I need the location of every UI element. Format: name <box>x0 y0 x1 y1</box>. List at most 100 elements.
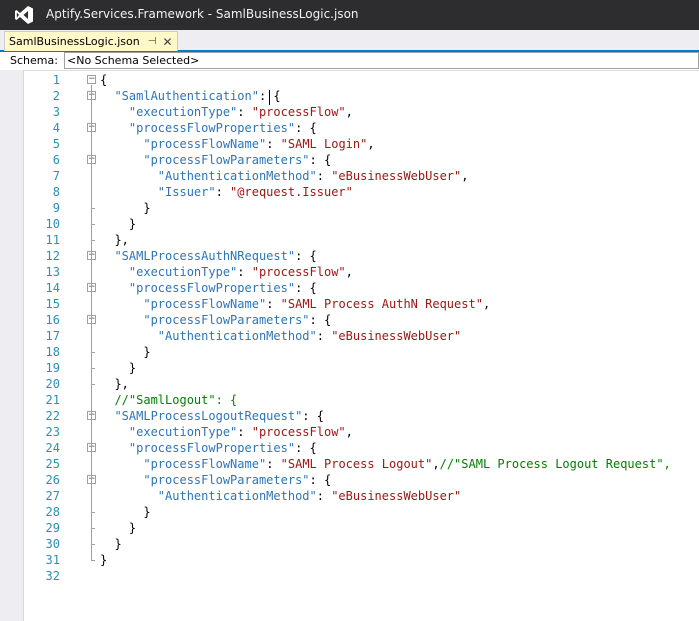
line-number: 29 <box>45 521 60 535</box>
line-number: 10 <box>45 217 60 231</box>
line-number: 1 <box>52 73 60 87</box>
code-token: , <box>345 105 353 119</box>
code-token: "processFlowName" <box>143 137 267 151</box>
code-token: , <box>345 265 353 279</box>
editor-margin <box>0 70 24 621</box>
code-token: : { <box>258 89 281 103</box>
code-token: //"SAML Process Logout Request", <box>439 457 671 471</box>
code-token: : { <box>295 441 317 455</box>
pin-icon[interactable]: ⊣ <box>147 36 157 47</box>
code-text: "SamlAuthentication": { <box>100 88 281 104</box>
code-line: 12− "SAMLProcessAuthNRequest": { <box>24 248 699 264</box>
code-token <box>100 105 129 119</box>
code-text: } <box>100 216 136 232</box>
code-token: , <box>461 169 469 183</box>
code-line: 22− "SAMLProcessLogoutRequest": { <box>24 408 699 424</box>
code-token <box>100 425 129 439</box>
outline-guide-end <box>91 352 95 353</box>
code-token: "processFlowParameters" <box>143 473 310 487</box>
code-token: "processFlow" <box>251 105 346 119</box>
code-line: 5 "processFlowName": "SAML Login", <box>24 136 699 152</box>
code-token <box>100 137 143 151</box>
code-line: 27 "AuthenticationMethod": "eBusinessWeb… <box>24 488 699 504</box>
outline-guide-end <box>91 240 95 241</box>
code-text: { <box>100 72 107 88</box>
code-token: "SAML Process Logout" <box>280 457 433 471</box>
line-number: 23 <box>45 425 60 439</box>
code-text: } <box>100 536 121 552</box>
code-token: , <box>482 297 491 311</box>
outline-guide <box>91 165 92 208</box>
line-number: 22 <box>45 409 60 423</box>
code-line: 3 "executionType": "processFlow", <box>24 104 699 120</box>
code-token: }, <box>100 233 129 247</box>
outline-guide-end <box>91 512 95 513</box>
outline-guide-end <box>91 528 95 529</box>
code-token: "SAML Process AuthN Request" <box>280 297 483 311</box>
code-line: 25 "processFlowName": "SAML Process Logo… <box>24 456 699 472</box>
code-token <box>100 409 114 423</box>
code-text: "processFlowParameters": { <box>100 152 331 168</box>
code-line: 9 } <box>24 200 699 216</box>
code-text: "SAMLProcessLogoutRequest": { <box>100 408 324 424</box>
code-token: "executionType" <box>128 265 238 279</box>
code-token: : { <box>309 473 332 487</box>
code-token: "SAMLProcessLogoutRequest" <box>114 409 303 423</box>
code-line: 19 } <box>24 360 699 376</box>
code-token <box>100 153 143 167</box>
code-token <box>100 473 143 487</box>
code-token: , <box>432 457 440 471</box>
code-token: : <box>316 489 332 503</box>
code-token: "processFlow" <box>251 425 346 439</box>
code-line: 21 //"SamlLogout": { <box>24 392 699 408</box>
code-text: "Issuer": "@request.Issuer" <box>100 184 353 200</box>
code-text: "executionType": "processFlow", <box>100 264 353 280</box>
code-token: : { <box>295 281 317 295</box>
code-text: "processFlowParameters": { <box>100 472 331 488</box>
close-icon[interactable]: ✕ <box>162 34 173 49</box>
code-token: }, <box>100 377 129 391</box>
code-line: 1 −{ <box>24 72 699 88</box>
tab-label: SamlBusinessLogic.json <box>9 35 140 48</box>
code-token: : <box>266 137 281 151</box>
line-number: 3 <box>52 105 60 119</box>
code-token: , <box>345 425 353 439</box>
line-number: 30 <box>45 537 60 551</box>
line-number: 11 <box>45 233 60 247</box>
code-line: 2− "SamlAuthentication": { <box>24 88 699 104</box>
code-line: 30 } <box>24 536 699 552</box>
code-text: //"SamlLogout": { <box>100 392 237 408</box>
schema-select[interactable]: <No Schema Selected> <box>64 52 699 69</box>
code-token <box>100 281 129 295</box>
code-token: "processFlowProperties" <box>128 121 296 135</box>
code-token <box>100 441 129 455</box>
code-line: 6− "processFlowParameters": { <box>24 152 699 168</box>
code-text: "AuthenticationMethod": "eBusinessWebUse… <box>100 328 461 344</box>
tab-samlbusinesslogic-json[interactable]: SamlBusinessLogic.json ⊣ ✕ <box>4 31 178 51</box>
line-number: 24 <box>45 441 60 455</box>
code-token <box>100 489 158 503</box>
code-token: { <box>100 73 108 87</box>
code-text: "executionType": "processFlow", <box>100 424 353 440</box>
code-text: } <box>100 504 150 520</box>
code-token: "AuthenticationMethod" <box>157 169 317 183</box>
code-line: 18 } <box>24 344 699 360</box>
code-token: "executionType" <box>128 105 238 119</box>
code-token: "AuthenticationMethod" <box>157 329 317 343</box>
code-token <box>100 265 129 279</box>
code-token: "processFlowProperties" <box>128 281 296 295</box>
code-token: "executionType" <box>128 425 238 439</box>
code-line: 11 }, <box>24 232 699 248</box>
line-number: 4 <box>52 121 60 135</box>
code-token <box>100 169 158 183</box>
code-editor[interactable]: 1 −{2− "SamlAuthentication": {3 "executio… <box>24 72 699 621</box>
code-token: : { <box>309 153 332 167</box>
line-number: 9 <box>52 201 60 215</box>
code-token: //"SamlLogout": { <box>114 393 238 407</box>
code-token <box>100 297 143 311</box>
collapse-icon[interactable]: − <box>87 74 96 84</box>
code-token: } <box>100 201 151 215</box>
code-line: 23 "executionType": "processFlow", <box>24 424 699 440</box>
line-number: 18 <box>45 345 60 359</box>
code-line: 20 }, <box>24 376 699 392</box>
